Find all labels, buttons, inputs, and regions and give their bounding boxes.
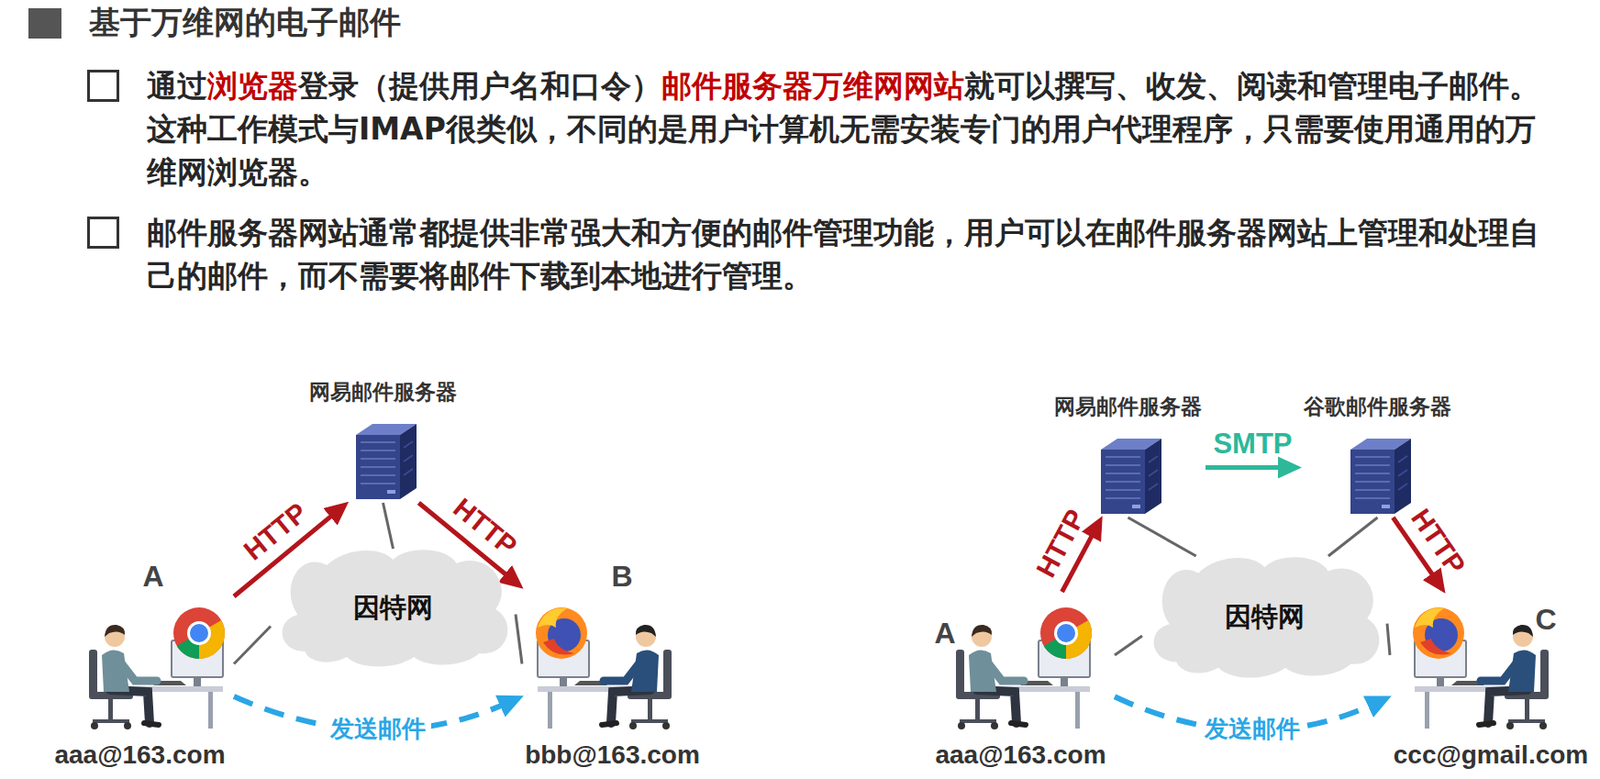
user-mark: C xyxy=(1534,604,1556,634)
email-address: ccc@gmail.com xyxy=(1389,739,1592,771)
network-link xyxy=(1114,635,1143,656)
edge-label: HTTP xyxy=(1030,504,1091,583)
user-mark: B xyxy=(611,561,633,591)
user-computer-figure xyxy=(526,596,692,734)
user-node: Aaaa@163.com xyxy=(926,591,1115,773)
server-node: 谷歌邮件服务器 xyxy=(1300,392,1456,518)
user-computer-figure xyxy=(68,596,234,734)
slide-title: 基于万维网的电子邮件 xyxy=(88,3,401,41)
edge-label: HTTP xyxy=(238,496,313,566)
bullet-paragraph: 通过浏览器登录（提供用户名和口令）邮件服务器万维网网站就可以撰写、收发、阅读和管… xyxy=(146,64,1565,194)
figure-holder xyxy=(935,596,1101,734)
edge-label: 发送邮件 xyxy=(1199,715,1306,743)
server-label: 网易邮件服务器 xyxy=(1050,392,1206,421)
server-node: 网易邮件服务器 xyxy=(305,377,461,503)
server-icon xyxy=(1341,425,1415,518)
bullet-box xyxy=(87,216,120,249)
server-label: 网易邮件服务器 xyxy=(305,377,461,406)
figure-holder xyxy=(526,596,692,734)
user-node: Cccc@gmail.com xyxy=(1389,591,1592,773)
highlight-text: 浏览器 xyxy=(207,67,299,104)
server-label: 谷歌邮件服务器 xyxy=(1300,392,1456,421)
email-address: aaa@163.com xyxy=(926,739,1115,771)
bullet-box xyxy=(87,69,120,102)
body-text: 登录（提供用户名和口令） xyxy=(298,67,662,104)
edge-label: 发送邮件 xyxy=(324,715,432,743)
user-node: Bbbb@163.com xyxy=(522,555,703,773)
network-link xyxy=(1328,517,1378,556)
body-text: 邮件服务器网站通常都提供非常强大和方便的邮件管理功能，用户可以在邮件服务器网站上… xyxy=(146,214,1540,294)
internet-cloud: 因特网 xyxy=(1142,555,1388,679)
network-link xyxy=(233,626,271,665)
bullet-paragraph: 邮件服务器网站通常都提供非常强大和方便的邮件管理功能，用户可以在邮件服务器网站上… xyxy=(146,211,1565,298)
internet-cloud: 因特网 xyxy=(270,548,516,668)
edge-label: HTTP xyxy=(1405,502,1472,579)
user-mark: A xyxy=(142,561,164,591)
network-link xyxy=(515,614,523,665)
title-marker xyxy=(28,8,62,39)
network-link xyxy=(1128,517,1197,556)
user-node: Aaaa@163.com xyxy=(45,555,234,773)
network-link xyxy=(383,502,394,549)
cloud-label: 因特网 xyxy=(1224,599,1305,636)
body-text: 通过 xyxy=(146,67,208,104)
user-mark: A xyxy=(933,618,956,648)
edge-label: HTTP xyxy=(447,492,523,562)
edge-label: SMTP xyxy=(1212,428,1292,460)
cloud-label: 因特网 xyxy=(353,589,434,627)
server-node: 网易邮件服务器 xyxy=(1050,392,1206,518)
email-address: bbb@163.com xyxy=(522,739,703,771)
highlight-text: 邮件服务器万维网网站 xyxy=(661,67,965,104)
network-link xyxy=(1387,623,1390,656)
figure-holder xyxy=(68,596,234,734)
protocol-arrow xyxy=(1205,465,1288,470)
user-computer-figure xyxy=(935,596,1101,734)
server-icon xyxy=(346,411,421,503)
email-address: aaa@163.com xyxy=(45,739,234,771)
server-icon xyxy=(1091,425,1166,518)
